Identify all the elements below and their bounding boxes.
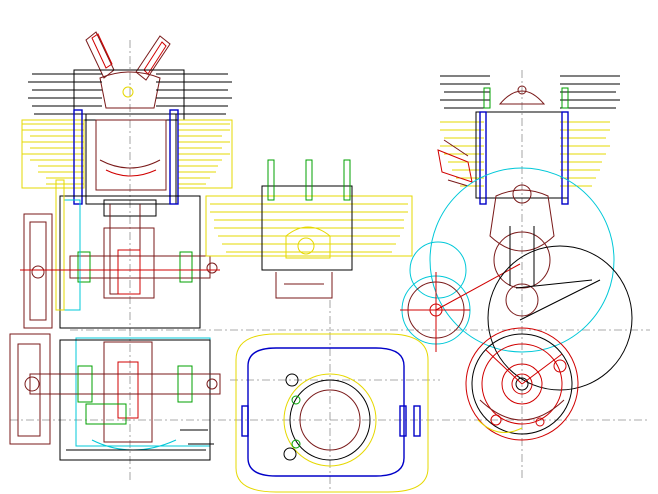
piston-and-cylinder [73, 109, 179, 217]
head-fins-right [440, 75, 620, 109]
crankcase-plan-view[interactable] [235, 333, 429, 493]
crankshaft-side-section[interactable] [9, 333, 221, 461]
flywheel [20, 179, 220, 329]
crankcase [59, 195, 218, 329]
cylinder-top-view[interactable] [205, 159, 413, 299]
cylinder-barrel-fins [21, 119, 233, 189]
flywheel-detail[interactable] [465, 327, 579, 441]
barrel-fins-right [440, 87, 610, 205]
single-cylinder-side-view[interactable] [400, 75, 633, 391]
studs [267, 159, 351, 201]
vtwin-engine-front-view[interactable] [20, 31, 233, 329]
cylinder-head-fins [28, 69, 232, 121]
